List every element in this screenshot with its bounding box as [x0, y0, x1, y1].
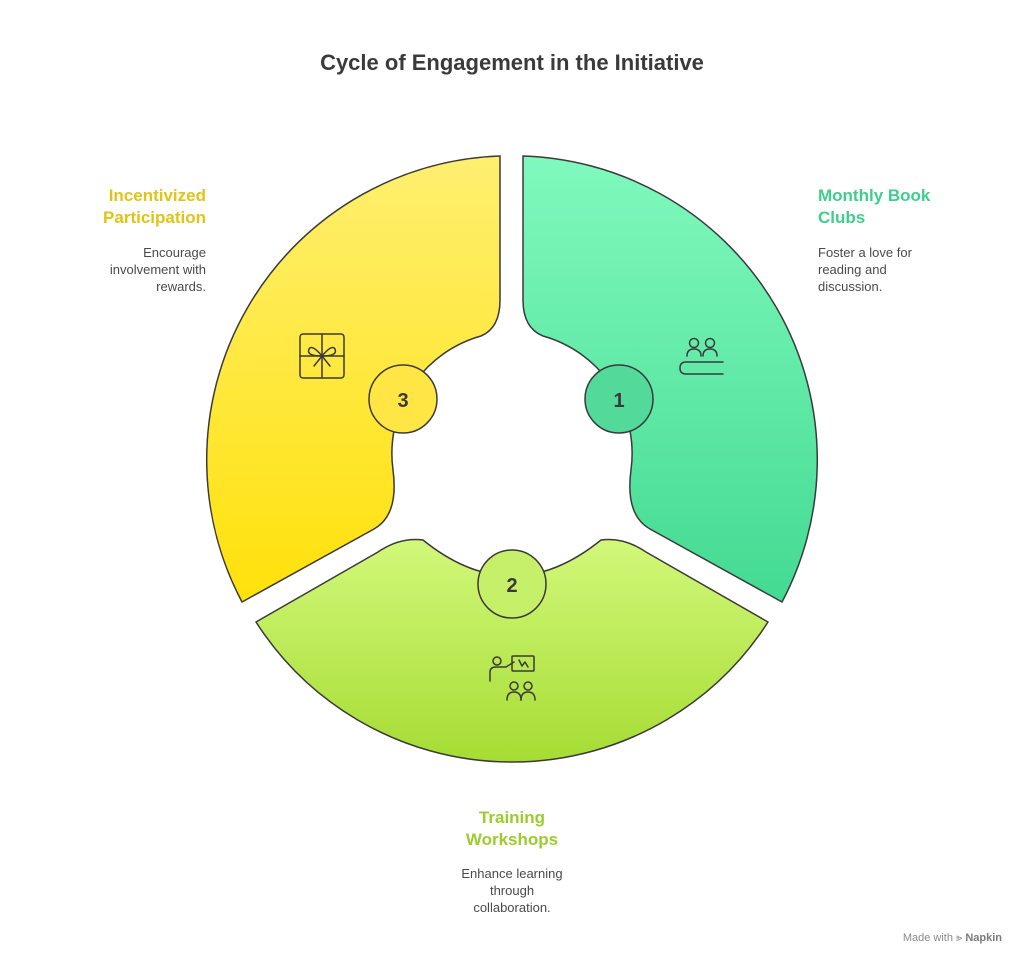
footer-made-with: Made with	[902, 932, 953, 944]
people-at-table-icon	[679, 337, 724, 375]
desc-line: Foster a love for	[818, 245, 912, 260]
segment-incentivized-participation	[205, 155, 501, 604]
footer-brand: Napkin	[965, 932, 1002, 944]
napkin-logo-icon: ⪢	[956, 932, 963, 944]
segment-training-workshops	[254, 538, 770, 763]
desc-line: discussion.	[818, 279, 883, 294]
desc-line: reading and	[818, 262, 887, 277]
desc-line: rewards.	[156, 279, 206, 294]
page-title: Cycle of Engagement in the Initiative	[320, 50, 704, 75]
step-number-1: 1	[613, 390, 624, 412]
heading-line: Workshops	[465, 830, 559, 849]
desc-line: through	[489, 883, 535, 898]
gift-icon	[299, 333, 345, 379]
heading-line: Participation	[103, 208, 206, 227]
desc-monthly-book-clubs: Foster a love for reading and discussion…	[818, 244, 912, 295]
heading-incentivized-participation: Incentivized Participation	[20, 185, 206, 229]
heading-line: Clubs	[818, 208, 866, 227]
heading-training-workshops: Training Workshops	[412, 807, 612, 851]
presenter-audience-icon	[489, 655, 536, 701]
made-with-napkin-footer: Made with ⪢ Napkin	[903, 932, 1002, 945]
segment-monthly-book-clubs	[522, 155, 818, 604]
step-badge-3: 3	[368, 364, 438, 434]
desc-line: Encourage	[143, 245, 206, 260]
step-badge-2: 2	[477, 549, 547, 619]
desc-training-workshops: Enhance learning through collaboration.	[412, 865, 612, 916]
heading-line: Training	[478, 808, 546, 827]
heading-monthly-book-clubs: Monthly Book Clubs	[818, 185, 930, 229]
desc-line: Enhance learning	[461, 866, 563, 881]
step-number-3: 3	[397, 390, 408, 412]
step-number-2: 2	[506, 575, 517, 597]
heading-line: Monthly Book	[818, 186, 931, 205]
desc-line: collaboration.	[473, 900, 551, 915]
step-badge-1: 1	[584, 364, 654, 434]
desc-incentivized-participation: Encourage involvement with rewards.	[20, 244, 206, 295]
heading-line: Incentivized	[108, 186, 206, 205]
desc-line: involvement with	[109, 262, 206, 277]
